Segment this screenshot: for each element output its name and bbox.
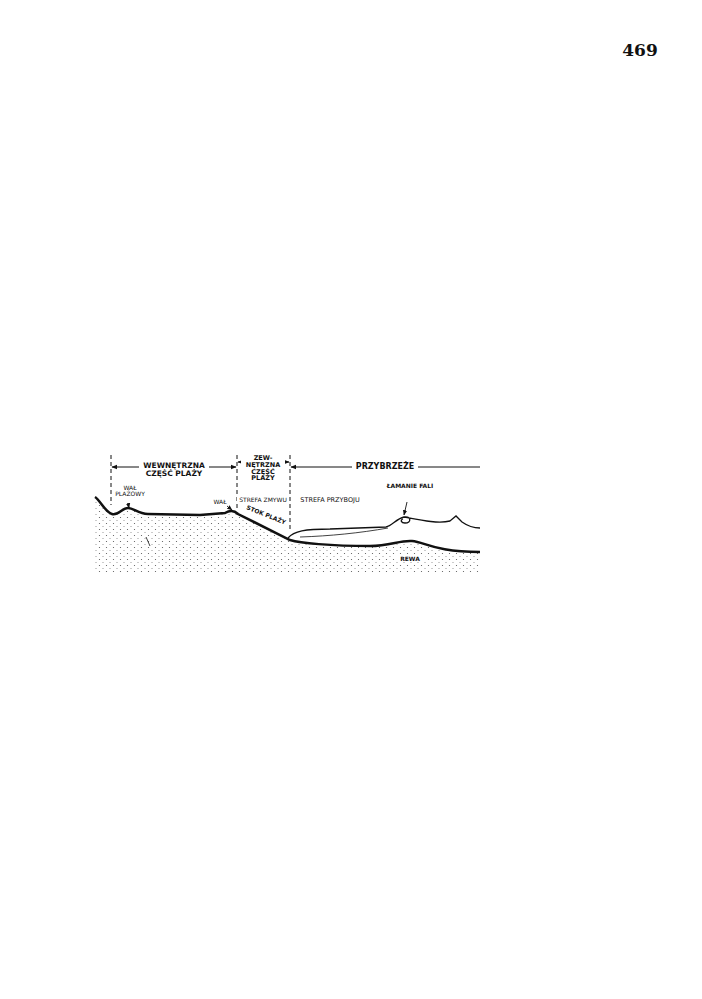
- page-number: 469: [615, 42, 665, 60]
- zone-label: PRZYBRZEŻE: [352, 463, 418, 471]
- ground-profile: [95, 497, 480, 552]
- water-surface: [288, 516, 480, 538]
- sand-body: [95, 497, 480, 572]
- feature-label: WAŁ PLAŻOWY: [108, 485, 152, 498]
- zone-label: STREFA ZMYWU: [237, 497, 289, 503]
- feature-label: REWA: [395, 556, 425, 562]
- feature-label: STOK PLAŻY: [242, 503, 291, 528]
- sand-mark: [146, 537, 150, 546]
- zone-label: STREFA PRZYBOJU: [295, 497, 365, 504]
- swash-line: [300, 528, 388, 537]
- zone-label: WEWNĘTRZNA CZĘŚĆ PLAŻY: [139, 462, 209, 478]
- feature-label: ŁAMANIE FALI: [386, 483, 434, 489]
- zone-label: ZEW- NĘTRZNA CZĘŚĆ PLAŻY: [241, 455, 285, 482]
- feature-label: WAŁ: [209, 499, 231, 505]
